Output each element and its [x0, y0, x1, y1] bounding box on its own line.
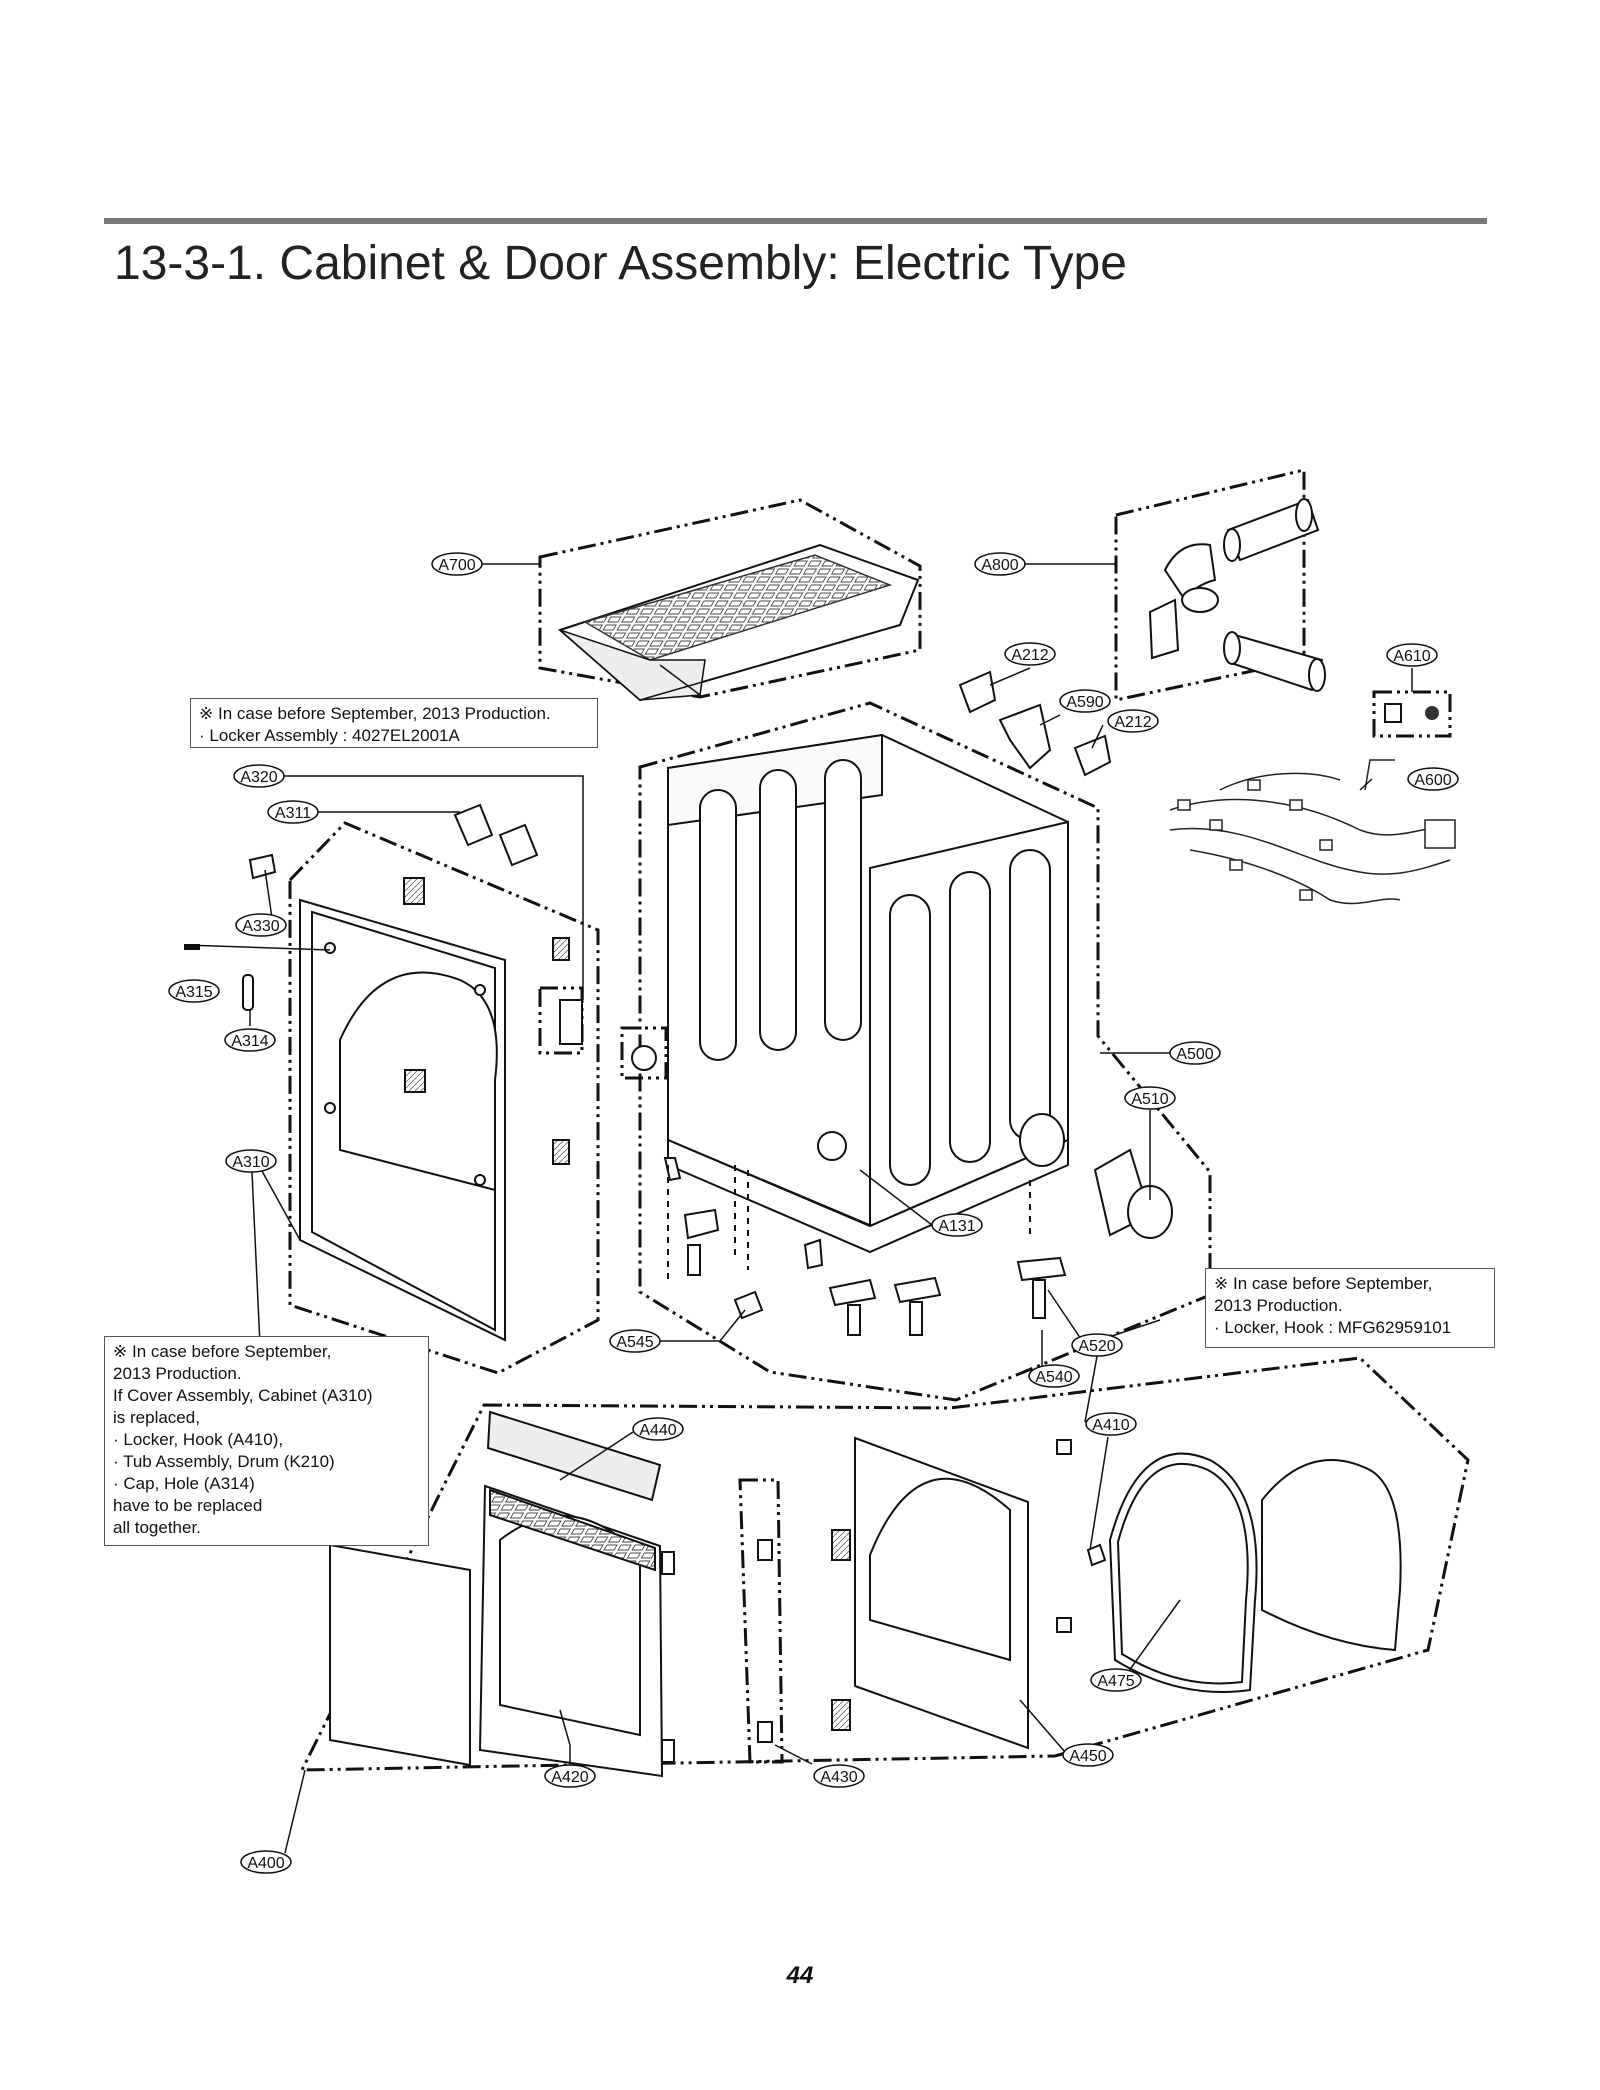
- top-plate-boundary: [538, 498, 922, 699]
- callout-A320: A320: [233, 764, 285, 788]
- svg-text:A545: A545: [616, 1334, 653, 1351]
- svg-text:A320: A320: [240, 769, 277, 786]
- note-line: ※ In case before September,: [113, 1342, 332, 1361]
- hinge-boundary: [738, 1478, 784, 1764]
- svg-text:A430: A430: [820, 1769, 857, 1786]
- cover-boundary: [288, 821, 600, 1375]
- svg-text:A330: A330: [242, 918, 279, 935]
- callout-A311: A311: [267, 800, 319, 824]
- svg-text:A315: A315: [175, 984, 212, 1001]
- svg-text:A500: A500: [1176, 1046, 1213, 1063]
- note-line: · Cap, Hole (A314): [113, 1474, 255, 1493]
- part-exhaust-duct: [1148, 498, 1326, 692]
- callout-A540: A540: [1028, 1364, 1080, 1388]
- svg-text:A450: A450: [1069, 1748, 1106, 1765]
- callout-A700: A700: [431, 552, 483, 576]
- svg-text:A440: A440: [639, 1422, 676, 1439]
- svg-text:A310: A310: [232, 1154, 269, 1171]
- cabinet-boundary: [638, 701, 1212, 1402]
- part-cover-cabinet: [299, 877, 583, 1342]
- callout-A212-lower: A212: [1107, 709, 1159, 733]
- callout-A600: A600: [1407, 767, 1459, 791]
- note-line: all together.: [113, 1518, 201, 1537]
- callout-A315: A315: [168, 979, 220, 1003]
- callout-A520: A520: [1071, 1333, 1123, 1357]
- note-line: 2013 Production.: [113, 1364, 242, 1383]
- part-small-brackets: [184, 670, 1112, 1011]
- note-line: · Locker Assembly : 4027EL2001A: [199, 726, 460, 745]
- bearing-boundary-a: [620, 1026, 668, 1080]
- note-line: If Cover Assembly, Cabinet (A310): [113, 1386, 373, 1405]
- svg-text:A212: A212: [1114, 714, 1151, 731]
- svg-text:A314: A314: [231, 1033, 268, 1050]
- svg-text:A610: A610: [1393, 648, 1430, 665]
- callout-A450: A450: [1062, 1743, 1114, 1767]
- note-line: · Locker, Hook (A410),: [113, 1430, 284, 1449]
- svg-text:A590: A590: [1066, 694, 1103, 711]
- svg-text:A600: A600: [1414, 772, 1451, 789]
- door-boundary: [299, 1356, 1470, 1772]
- callout-A310: A310: [225, 1149, 277, 1173]
- callout-A131: A131: [931, 1213, 983, 1237]
- svg-text:A212: A212: [1011, 647, 1048, 664]
- part-wire-harness: [1169, 759, 1456, 905]
- note-line: · Locker, Hook : MFG62959101: [1214, 1318, 1452, 1337]
- note-locker-hook: ※ In case before September, 2013 Product…: [1205, 1268, 1495, 1348]
- callout-A800: A800: [974, 552, 1026, 576]
- callout-A410: A410: [1085, 1412, 1137, 1436]
- page-title: 13-3-1. Cabinet & Door Assembly: Electri…: [114, 237, 1127, 290]
- svg-text:A311: A311: [275, 805, 311, 822]
- svg-text:A800: A800: [981, 557, 1018, 574]
- callout-A545: A545: [609, 1329, 661, 1353]
- callout-A500: A500: [1169, 1041, 1221, 1065]
- callout-A420: A420: [544, 1764, 596, 1788]
- svg-text:A520: A520: [1078, 1338, 1115, 1355]
- page-number: 44: [786, 1962, 814, 1989]
- callout-A314: A314: [224, 1028, 276, 1052]
- callout-A440: A440: [632, 1417, 684, 1441]
- svg-text:A540: A540: [1035, 1369, 1072, 1386]
- note-line: · Tub Assembly, Drum (K210): [113, 1452, 335, 1471]
- callout-A610: A610: [1386, 643, 1438, 667]
- title-rule: [104, 218, 1487, 224]
- svg-text:A131: A131: [938, 1218, 975, 1235]
- part-cabinet: [631, 733, 1173, 1336]
- part-switch: [1384, 703, 1439, 723]
- svg-text:A700: A700: [438, 557, 475, 574]
- svg-text:A410: A410: [1092, 1417, 1129, 1434]
- note-line: ※ In case before September, 2013 Product…: [199, 704, 551, 723]
- note-locker-assembly: ※ In case before September, 2013 Product…: [190, 698, 598, 748]
- callout-A212-upper: A212: [1004, 642, 1056, 666]
- note-cover-replacement: ※ In case before September, 2013 Product…: [104, 1336, 429, 1546]
- note-line: 2013 Production.: [1214, 1296, 1343, 1315]
- callout-A510: A510: [1124, 1086, 1176, 1110]
- svg-text:A400: A400: [247, 1855, 284, 1872]
- callout-A400: A400: [240, 1850, 292, 1874]
- locker-boundary: [538, 986, 584, 1055]
- callout-labels: A700 A800 A212 A590 A212 A610 A600 A320 …: [168, 552, 1459, 1874]
- part-door: [329, 1410, 1402, 1778]
- note-line: ※ In case before September,: [1214, 1274, 1433, 1293]
- callout-A475: A475: [1090, 1668, 1142, 1692]
- svg-text:A420: A420: [551, 1769, 588, 1786]
- part-top-plate: [558, 543, 920, 702]
- switch-boundary: [1372, 690, 1452, 738]
- callout-A330: A330: [235, 913, 287, 937]
- note-line: is replaced,: [113, 1408, 200, 1427]
- leader-lines: [184, 563, 1413, 1854]
- svg-text:A510: A510: [1131, 1091, 1168, 1108]
- callout-A590: A590: [1059, 689, 1111, 713]
- svg-text:A475: A475: [1097, 1673, 1134, 1690]
- note-line: have to be replaced: [113, 1496, 263, 1515]
- callout-A430: A430: [813, 1764, 865, 1788]
